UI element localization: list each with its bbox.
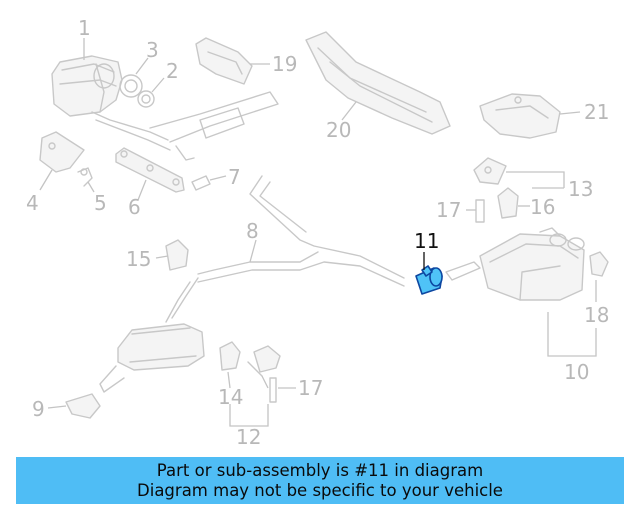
callout-5: 5 bbox=[94, 191, 107, 215]
callout-12: 12 bbox=[236, 425, 261, 449]
callout-18: 18 bbox=[584, 303, 609, 327]
callout-9: 9 bbox=[32, 397, 45, 421]
part-19-heat-shield[interactable] bbox=[195, 37, 253, 85]
part-1-catalytic-converter[interactable] bbox=[51, 55, 171, 151]
callout-7: 7 bbox=[228, 165, 241, 189]
front-pipe bbox=[149, 91, 279, 161]
part-18-bracket[interactable] bbox=[589, 251, 609, 277]
callout-15: 15 bbox=[126, 247, 151, 271]
callout-3: 3 bbox=[146, 38, 159, 62]
callout-17-lower: 17 bbox=[298, 376, 323, 400]
part-6-gasket-plate[interactable] bbox=[115, 147, 185, 193]
part-20-heat-shield[interactable] bbox=[305, 31, 451, 135]
callout-20: 20 bbox=[326, 118, 351, 142]
part-14-hanger[interactable] bbox=[219, 341, 241, 371]
leader-lines bbox=[39, 38, 597, 427]
part-9-tailpipe-tip[interactable] bbox=[65, 393, 101, 419]
part-17-bolt-upper[interactable] bbox=[475, 199, 485, 223]
rear-muffler-assembly[interactable] bbox=[445, 227, 585, 301]
part-13-bracket[interactable] bbox=[473, 157, 507, 185]
part-3-gasket[interactable] bbox=[119, 74, 143, 98]
callout-8: 8 bbox=[246, 219, 259, 243]
callout-2: 2 bbox=[166, 59, 179, 83]
callout-19: 19 bbox=[272, 52, 297, 76]
banner-line-1: Part or sub-assembly is #11 in diagram bbox=[156, 460, 484, 480]
part-16-hanger[interactable] bbox=[497, 187, 519, 219]
part-12-bracket[interactable] bbox=[247, 345, 281, 377]
callout-16: 16 bbox=[530, 195, 555, 219]
banner-line-2: Diagram may not be specific to your vehi… bbox=[137, 480, 503, 500]
part-4-bracket[interactable] bbox=[39, 131, 85, 173]
callout-21: 21 bbox=[584, 100, 609, 124]
callout-4: 4 bbox=[26, 191, 39, 215]
info-banner: Part or sub-assembly is #11 in diagram D… bbox=[16, 457, 624, 504]
callout-6: 6 bbox=[128, 195, 141, 219]
callout-labels: 1 3 2 19 20 21 4 5 6 7 8 15 9 14 17 12 1… bbox=[26, 16, 609, 449]
callout-11: 11 bbox=[414, 229, 439, 253]
callout-1: 1 bbox=[78, 16, 91, 40]
part-5-bolt[interactable] bbox=[77, 167, 93, 187]
callout-14: 14 bbox=[218, 385, 243, 409]
callout-10: 10 bbox=[564, 360, 589, 384]
part-2-seal-ring[interactable] bbox=[137, 90, 155, 108]
part-11-clamp[interactable] bbox=[415, 265, 443, 295]
part-21-heat-shield[interactable] bbox=[479, 93, 561, 139]
part-7-bolt[interactable] bbox=[191, 175, 211, 191]
callout-13: 13 bbox=[568, 177, 593, 201]
callout-17-upper: 17 bbox=[436, 198, 461, 222]
front-muffler bbox=[99, 323, 205, 393]
part-15-hanger[interactable] bbox=[165, 239, 189, 271]
part-17-bolt-lower[interactable] bbox=[269, 377, 277, 403]
part-8-intermediate-pipe[interactable] bbox=[165, 175, 405, 323]
exhaust-parts-diagram: 1 3 2 19 20 21 4 5 6 7 8 15 9 14 17 12 1… bbox=[26, 16, 609, 449]
